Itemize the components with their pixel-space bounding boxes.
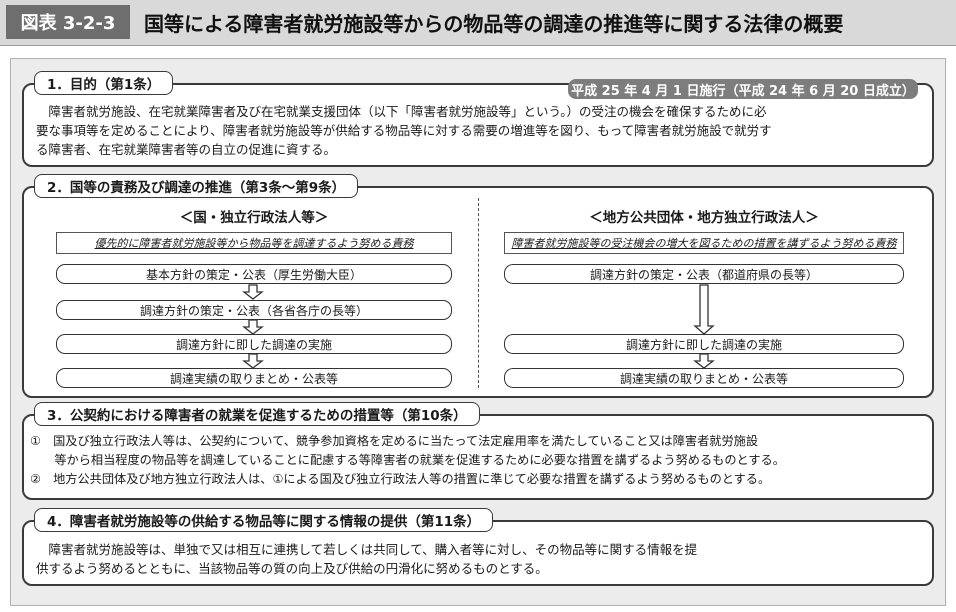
down-arrow-icon [693,353,715,369]
information-provision-text: 障害者就労施設等は、単独で又は相互に連携して若しくは共同して、購入者等に対し、そ… [36,540,926,578]
local-results-publication-step: 調達実績の取りまとめ・公表等 [504,368,904,388]
basic-policy-step: 基本方針の策定・公表（厚生労働大臣） [56,264,452,284]
public-contracts-line: ① 国及び独立行政法人等は、公契約について、競争参加資格を定めるに当たって法定雇… [30,434,759,448]
enforcement-date-badge: 平成 25 年 4 月 1 日施行（平成 24 年 6 月 20 日成立） [568,79,918,99]
down-arrow-icon [242,319,264,335]
public-contracts-text: ① 国及び独立行政法人等は、公契約について、競争参加資格を定めるに当たって法定雇… [30,432,930,489]
header-bar [0,0,956,46]
public-contracts-line: ② 地方公共団体及び地方独立行政法人は、①による国及び独立行政法人等の措置に準じ… [30,472,771,486]
section-information-provision-tab: 4．障害者就労施設等の供給する物品等に関する情報の提供（第11条） [34,508,494,532]
purpose-line: 要な事項等を定めることにより、障害者就労施設等が供給する物品等に対する需要の増進… [36,123,772,138]
column-divider [478,198,479,388]
information-provision-line: 供するよう努めるとともに、当該物品等の質の向上及び供給の円滑化に努めるものとする… [36,561,548,576]
local-procurement-policy-step: 調達方針の策定・公表（都道府県の長等） [504,264,904,284]
section-public-contracts-tab: 3．公契約における障害者の就業を促進するための措置等（第10条） [34,402,480,426]
national-duty-box: 優先的に障害者就労施設等から物品等を調達するよう努める責務 [56,232,452,254]
national-agencies-heading: ＜国・独立行政法人等＞ [179,210,329,226]
page-title: 国等による障害者就労施設等からの物品等の調達の推進等に関する法律の概要 [144,11,844,36]
local-duty-box: 障害者就労施設等の受注機会の増大を図るための措置を講ずるよう努める責務 [504,232,904,254]
public-contracts-line: 等から相当程度の物品等を調達していることに配慮する等障害者の就業を促進するために… [30,453,785,467]
purpose-line: 障害者就労施設、在宅就業障害者及び在宅就業支援団体（以下「障害者就労施設等」とい… [48,104,767,119]
down-arrow-icon [242,284,264,300]
national-procurement-implementation-step: 調達方針に即した調達の実施 [56,334,452,354]
information-provision-line: 障害者就労施設等は、単独で又は相互に連携して若しくは共同して、購入者等に対し、そ… [48,542,698,557]
section-public-contracts [22,414,934,500]
purpose-line: る障害者、在宅就業障害者等の自立の促進に資する。 [36,142,337,157]
local-procurement-implementation-step: 調達方針に即した調達の実施 [504,334,904,354]
figure-label: 図表 3-2-3 [6,5,130,39]
down-arrow-icon [242,353,264,369]
national-procurement-policy-step: 調達方針の策定・公表（各省各庁の長等） [56,300,452,320]
national-results-publication-step: 調達実績の取りまとめ・公表等 [56,368,452,388]
section-procurement-tab: 2．国等の責務及び調達の推進（第3条〜第9条） [34,174,359,198]
local-governments-heading: ＜地方公共団体・地方独立行政法人＞ [589,210,819,226]
long-down-arrow-icon [693,284,715,335]
section-purpose-tab: 1．目的（第1条） [34,71,174,95]
purpose-text: 障害者就労施設、在宅就業障害者及び在宅就業支援団体（以下「障害者就労施設等」とい… [36,102,926,159]
